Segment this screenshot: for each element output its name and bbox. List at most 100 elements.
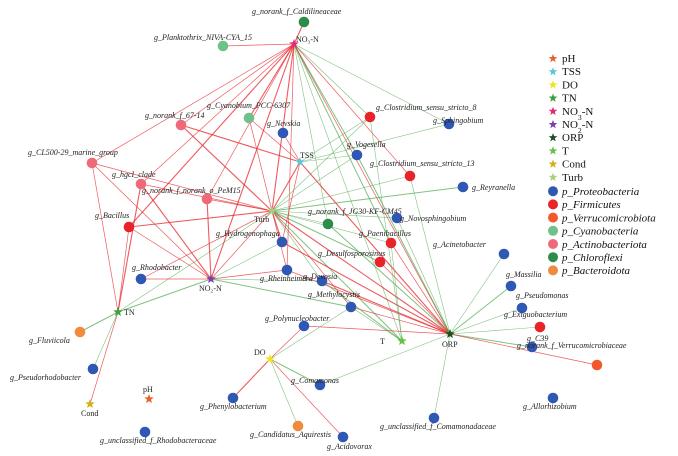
edge-ORP-nverr — [449, 333, 598, 366]
edge-ORP-voges — [356, 154, 451, 335]
taxon-node-novos[interactable]: g_Novosphingobium — [391, 212, 467, 224]
taxon-label: g_hgcI_clade — [112, 170, 156, 179]
edge-TSS-hydro — [281, 161, 301, 243]
taxon-dot — [201, 193, 213, 205]
taxon-node-urhod[interactable]: g_unclassified_f_Rhodobacteraceae — [100, 426, 217, 445]
legend-item-DO: DO — [548, 79, 578, 91]
taxon-dot — [322, 218, 334, 230]
taxon-node-cyano[interactable]: g_Cyanobium_PCC-6307 — [207, 101, 291, 124]
taxon-dot — [404, 170, 416, 182]
env-node-Turb[interactable]: Turb — [254, 206, 277, 224]
legend-item-p_Bacteroidota: p_Bacteroidota — [548, 265, 631, 277]
taxon-node-exigu[interactable]: g_Exiguobacterium — [504, 310, 567, 333]
taxon-node-rhodob[interactable]: g_Rhodobacter — [132, 263, 182, 285]
taxon-node-comam[interactable]: g_Comamonas — [291, 376, 339, 391]
taxon-node-hydro[interactable]: g_Hydrogenophaga — [216, 229, 288, 248]
taxon-node-jg30[interactable]: g_norank_f_JG30-KF-CM45 — [308, 207, 402, 230]
taxon-node-hgcI[interactable]: g_hgcI_clade — [112, 170, 156, 190]
taxon-node-devos[interactable]: g_Devosia — [303, 272, 337, 287]
taxon-node-nor67[interactable]: g_norank_f_67-14 — [145, 111, 205, 131]
taxon-node-pcm15[interactable]: g_norank_f_norank_o_PeM15 — [142, 186, 241, 205]
edge-TSS-nor67 — [180, 124, 301, 163]
edge-Turb-nor67 — [180, 124, 273, 212]
edge-T-devos — [321, 280, 403, 342]
taxon-label: g_Cyanobium_PCC-6307 — [207, 101, 291, 110]
legend-label: p_Actinobacteriota — [561, 239, 647, 251]
star-icon — [144, 394, 154, 404]
taxon-node-acine[interactable]: g_Acinetobacter — [433, 240, 510, 260]
env-node-NO2[interactable]: NO₂-N — [199, 274, 222, 293]
taxon-node-nverr[interactable]: g_norank_f_Verrucomicrobiaceae — [517, 341, 627, 371]
taxon-node-c39[interactable]: g_C39 — [526, 334, 549, 353]
env-node-T[interactable]: T — [380, 336, 407, 346]
taxon-label: g_Sphingobium — [433, 116, 483, 125]
phylum-dot — [548, 239, 558, 249]
taxon-dot — [526, 341, 538, 353]
taxon-label: g_Paenibacillus — [359, 229, 411, 238]
taxon-node-desul[interactable]: g_Desulfosporosinus — [318, 249, 386, 268]
env-node-DO[interactable]: DO — [254, 348, 275, 364]
legend-item-T: T — [548, 145, 569, 157]
edge-T-clos8 — [369, 116, 403, 342]
star-icon — [548, 159, 558, 168]
taxon-node-polyn[interactable]: g_Polynucleobacter — [265, 314, 330, 332]
star-icon — [548, 172, 558, 182]
env-node-TSS[interactable]: TSS — [295, 151, 314, 167]
taxon-node-voges[interactable]: g_Vogesella — [347, 140, 386, 161]
edge-TN-psrho — [92, 311, 119, 370]
taxon-node-acido[interactable]: g_Acidovorax — [327, 431, 372, 451]
taxon-node-caldi[interactable]: g_norank_f_Caldilineaceae — [252, 7, 342, 28]
taxon-node-cl500[interactable]: g_CL500-29_marine_group — [28, 148, 118, 169]
taxon-node-ucoma[interactable]: g_unclassified_f_Comamonadaceae — [380, 412, 496, 431]
taxon-node-clos13[interactable]: g_Clostridium_sensu_stricto_13 — [370, 159, 474, 182]
taxon-node-sphin[interactable]: g_Sphingobium — [433, 116, 483, 130]
edge-NO2-hgcI — [140, 183, 212, 280]
taxon-node-rhein[interactable]: g_Rheinheimera — [260, 264, 313, 283]
env-node-pH[interactable]: pH — [143, 385, 154, 404]
edge-DO-methy — [269, 306, 352, 360]
env-node-Cond[interactable]: Cond — [81, 399, 98, 418]
env-node-TN[interactable]: TN — [113, 307, 135, 317]
edge-TSS-nevsk — [282, 132, 301, 163]
legend: pHTSSDOTNNO3-NNO2-NORPTCondTurbp_Proteob… — [548, 53, 656, 277]
taxon-label: g_norank_f_norank_o_PeM15 — [142, 186, 241, 195]
taxon-node-pseud[interactable]: g_Pseudomonas — [516, 291, 568, 314]
env-node-ORP[interactable]: ORP — [442, 329, 458, 349]
taxon-node-massi[interactable]: g_Massilia — [505, 270, 542, 292]
taxon-label: g_Fluviicola — [29, 336, 70, 345]
taxon-node-bacil[interactable]: g_Bacillus — [95, 211, 135, 233]
taxon-node-psrho[interactable]: g_Pseudorhodobacter — [10, 363, 99, 382]
edge-ORP-paeni — [390, 242, 451, 335]
taxon-node-plank[interactable]: g_Planktothrix_NIVA-CYA_15 — [154, 33, 252, 52]
taxon-node-paeni[interactable]: g_Paenibacillus — [359, 229, 411, 249]
edge-ORP-hydro — [281, 241, 451, 335]
phylum-dot — [548, 212, 558, 223]
env-node-NO3[interactable]: NO₃-N — [289, 35, 319, 49]
taxon-node-nevsk[interactable]: g_Nevskia — [267, 119, 300, 139]
edge-Turb-jg30 — [271, 210, 329, 225]
edge-TN-Cond — [89, 311, 119, 405]
taxon-node-clos8[interactable]: g_Clostridium_sensu_stricto_8 — [364, 103, 477, 123]
taxon-dot — [86, 157, 98, 169]
edge-NO3-T — [293, 43, 403, 342]
taxon-label: g_norank_f_Caldilineaceae — [252, 7, 342, 16]
star-icon — [548, 119, 558, 129]
edge-ORP-ucoma — [433, 333, 451, 419]
taxon-node-candi[interactable]: g_Candidatus_Aquirestis — [250, 420, 331, 439]
star-icon — [548, 146, 558, 155]
taxon-node-allor[interactable]: g_Allorhizobium — [523, 392, 577, 411]
nodes-layer: g_norank_f_Caldilineaceae g_Planktothrix_… — [10, 7, 627, 451]
taxon-node-methy[interactable]: g_Methylocystis — [308, 290, 360, 313]
edge-NO2-pcm15 — [206, 198, 212, 280]
edge-ORP-exigu — [449, 326, 541, 335]
edge-NO3-clos8 — [293, 43, 371, 118]
taxon-node-fluvi[interactable]: g_Fluviicola — [29, 326, 86, 345]
star-icon — [206, 274, 216, 284]
taxon-label: g_Vogesella — [347, 140, 386, 149]
legend-label: p_Bacteroidota — [561, 265, 631, 277]
taxon-dot — [135, 273, 147, 285]
taxon-node-reyra[interactable]: g_Reyranella — [457, 181, 515, 193]
taxon-label: g_Allorhizobium — [523, 402, 577, 411]
legend-item-p_Firmicutes: p_Firmicutes — [548, 199, 621, 211]
taxon-node-phenyl[interactable]: g_Phenylobacterium — [200, 392, 267, 411]
